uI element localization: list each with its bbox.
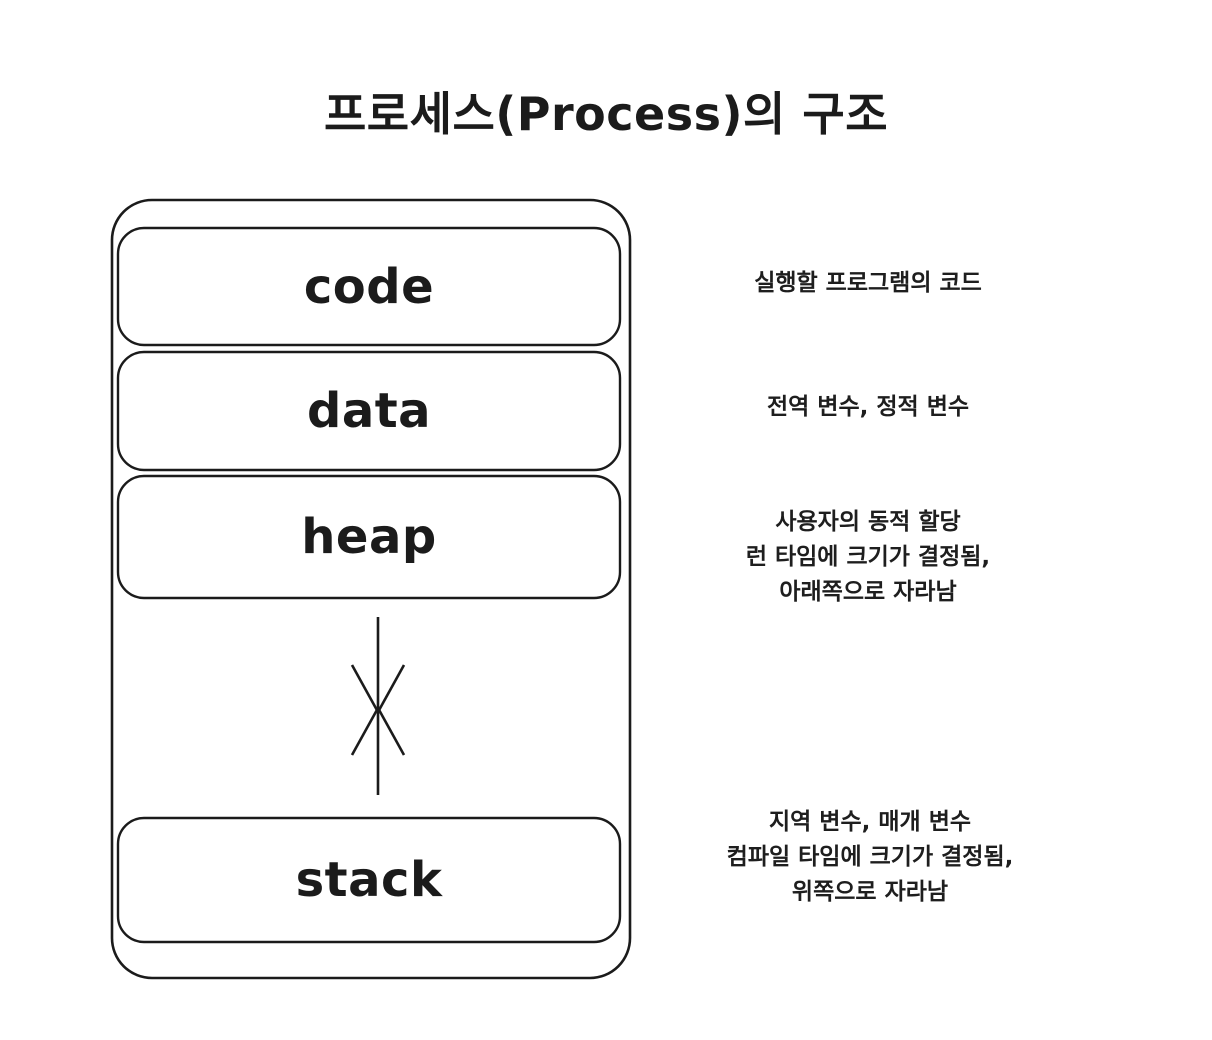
heap-growth-arrow	[350, 617, 406, 713]
segment-box-data	[116, 350, 622, 472]
segment-box-code	[116, 226, 622, 347]
annotation-stack: 지역 변수, 매개 변수 컴파일 타임에 크기가 결정됨, 위쪽으로 자라남	[726, 809, 1014, 905]
segment-label-stack: stack	[295, 852, 443, 908]
stack-growth-arrow	[350, 707, 406, 795]
annotation-heap: 사용자의 동적 할당 런 타임에 크기가 결정됨, 아래쪽으로 자라남	[745, 509, 991, 605]
segment-label-heap: heap	[301, 509, 437, 565]
segment-box-heap	[116, 474, 622, 600]
segment-label-data: data	[306, 383, 432, 439]
annotation-code: 실행할 프로그램의 코드	[754, 270, 982, 296]
segment-label-code: code	[303, 258, 435, 315]
process-memory-container	[110, 198, 632, 980]
page-title: 프로세스(Process)의 구조	[323, 87, 889, 141]
segment-box-stack	[116, 816, 622, 944]
annotation-data: 전역 변수, 정적 변수	[766, 394, 970, 420]
